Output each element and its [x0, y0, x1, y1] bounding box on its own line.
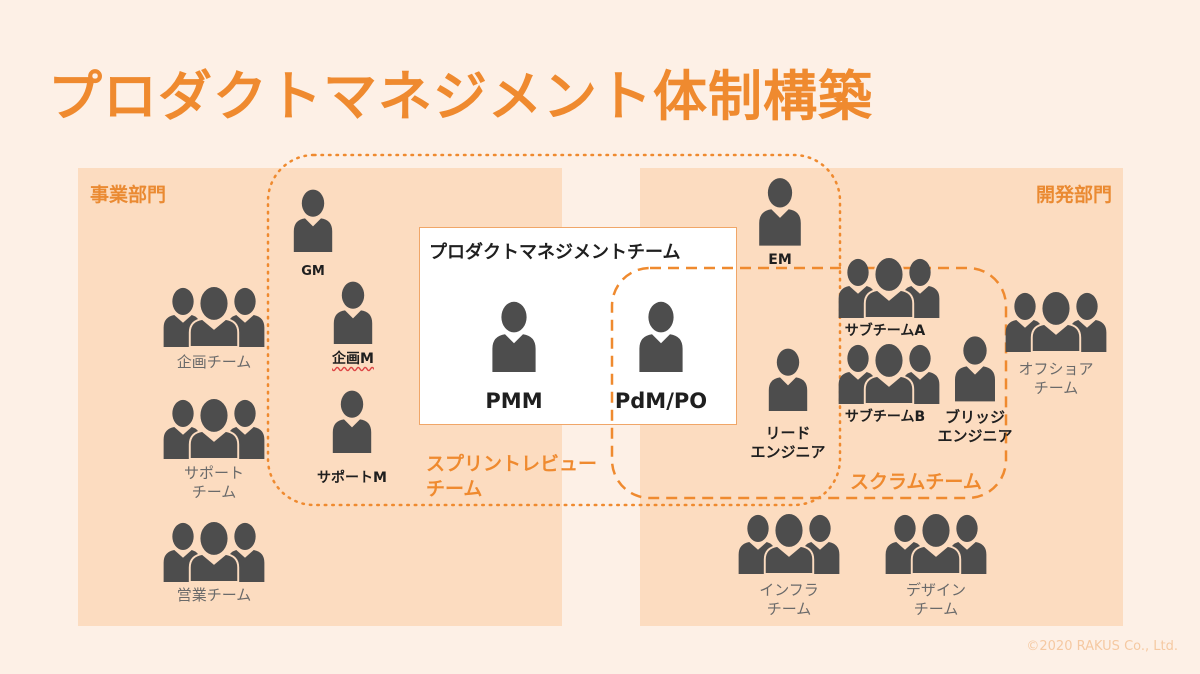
page-title: プロダクトマネジメント体制構築	[48, 65, 873, 128]
gm-label: GM	[301, 264, 325, 279]
scrum-team-boundary	[610, 266, 1008, 500]
pmm-person-icon	[487, 300, 541, 372]
sprint-review-boundary	[266, 153, 842, 507]
copyright: ©2020 RAKUS Co., Ltd.	[1026, 639, 1178, 654]
subteam-b-icon	[838, 342, 940, 404]
business-dept-label: 事業部門	[90, 184, 167, 206]
em-label: EM	[768, 252, 792, 268]
planning-team-icon	[163, 285, 265, 347]
infra-team-label: インフラ チーム	[759, 581, 819, 618]
development-dept-label: 開発部門	[1035, 184, 1112, 206]
scrum-team-label: スクラムチーム	[850, 471, 982, 493]
em-person-icon	[754, 176, 806, 246]
pm-team-title: プロダクトマネジメントチーム	[429, 242, 681, 263]
pmm-label: PMM	[485, 389, 543, 413]
subteam-a-label: サブチームA	[844, 323, 926, 339]
pdm-po-label: PdM/PO	[614, 389, 708, 413]
bridge-engineer-icon	[950, 334, 1000, 402]
support-team-label: サポート チーム	[183, 464, 244, 501]
sales-team-icon	[163, 520, 265, 582]
planning-manager-icon	[329, 279, 377, 345]
bridge-engineer-label: ブリッジ エンジニア	[937, 408, 1013, 445]
gm-person-icon	[289, 187, 337, 253]
support-manager-icon	[328, 388, 376, 454]
pdm-po-person-icon	[634, 300, 688, 372]
infra-team-icon	[738, 512, 840, 574]
subteam-a-icon	[838, 256, 940, 318]
subteam-b-label: サブチームB	[844, 409, 926, 425]
offshore-team-icon	[1005, 290, 1107, 352]
design-team-label: デザイン チーム	[905, 581, 966, 618]
sprint-review-team-label: スプリントレビュー チーム	[426, 453, 598, 500]
lead-engineer-icon	[764, 345, 812, 413]
support-team-icon	[163, 397, 265, 459]
planning-team-label: 企画チーム	[176, 353, 252, 371]
lead-engineer-label: リード エンジニア	[750, 424, 826, 461]
offshore-team-label: オフショア チーム	[1018, 360, 1094, 397]
planning-manager-label: 企画M	[332, 351, 374, 367]
support-manager-label: サポートM	[317, 470, 387, 486]
pm-team-box	[419, 227, 737, 425]
design-team-icon	[885, 512, 987, 574]
sales-team-label: 営業チーム	[176, 586, 252, 604]
